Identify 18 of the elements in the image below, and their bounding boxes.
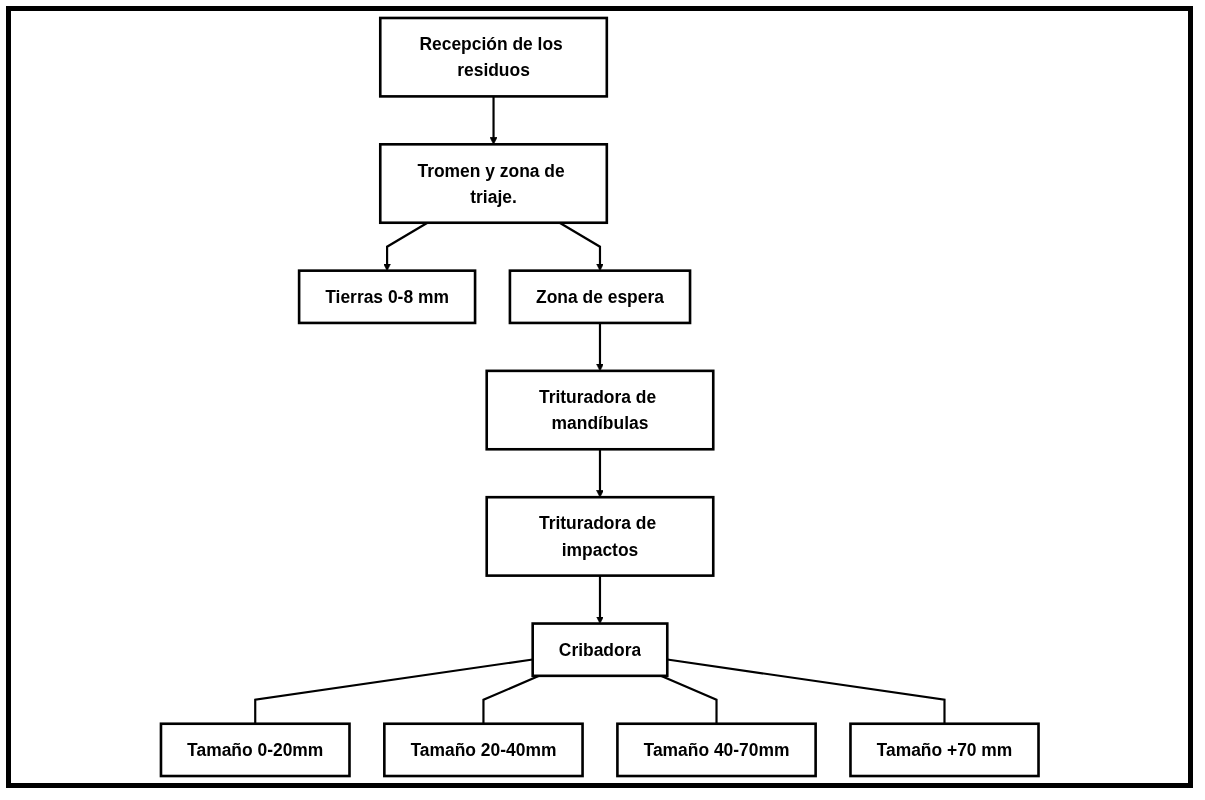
node-box [159,722,351,778]
connector [253,658,533,724]
connector [482,674,540,724]
node-box [508,269,692,325]
node-box [378,143,608,225]
node-box [378,16,608,98]
arrow [489,96,498,145]
node-box [615,722,817,778]
diagram-frame: Recepción de los residuos Tromen y zona de triaje. Tierras 0-8 mm Zona de espera Trituradora de mandíbulas Trituradora de impactos Cribadora Tamaño 0-20mm Tamaño 20-40mm Tamaño 40-70mm Tamaño +70 mm [6,6,1193,788]
node-box [382,722,584,778]
node-box [485,369,715,451]
node-box [848,722,1040,778]
arrow [595,575,604,624]
node-box [297,269,477,325]
node-box [531,622,669,678]
connector [660,674,718,724]
node-box [485,495,715,577]
arrow [595,449,604,498]
